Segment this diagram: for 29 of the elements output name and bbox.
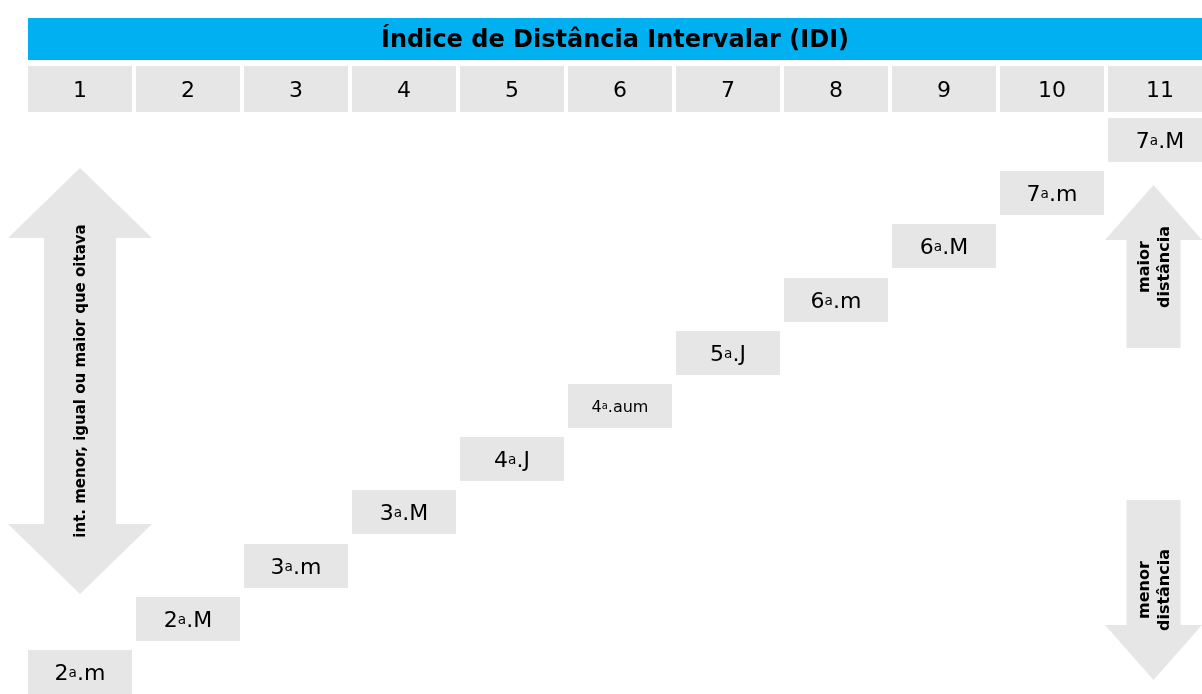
arrow-label: int. menor, igual ou maior que oitava: [70, 224, 90, 538]
interval-box: 6$^{a}$.M: [892, 224, 996, 268]
interval-box: 4$^{a}$.aum: [568, 384, 672, 428]
interval-box: 5$^{a}$.J: [676, 331, 780, 375]
column-header: 5: [460, 66, 564, 112]
down-arrow: [1105, 500, 1202, 680]
column-header: 3: [244, 66, 348, 112]
interval-box: 7$^{a}$.M: [1108, 118, 1202, 162]
column-header: 1: [28, 66, 132, 112]
arrow-label: menor distância: [1133, 547, 1174, 634]
column-header: 11: [1108, 66, 1202, 112]
interval-box: 3$^{a}$.M: [352, 490, 456, 534]
column-header: 4: [352, 66, 456, 112]
column-header: 10: [1000, 66, 1104, 112]
interval-box: 2$^{a}$.M: [136, 597, 240, 641]
title-bar: Índice de Distância Intervalar (IDI): [28, 18, 1202, 60]
interval-box: 7$^{a}$.m: [1000, 171, 1104, 215]
arrow-label: maior distância: [1133, 224, 1174, 310]
interval-box: 6$^{a}$.m: [784, 278, 888, 322]
interval-box: 3$^{a}$.m: [244, 544, 348, 588]
interval-box: 2$^{a}$.m: [28, 650, 132, 694]
up-arrow: [1105, 185, 1202, 348]
column-header: 8: [784, 66, 888, 112]
column-header: 7: [676, 66, 780, 112]
column-header: 2: [136, 66, 240, 112]
interval-box: 4$^{a}$.J: [460, 437, 564, 481]
column-header: 6: [568, 66, 672, 112]
double-arrow: [8, 168, 152, 594]
column-header: 9: [892, 66, 996, 112]
